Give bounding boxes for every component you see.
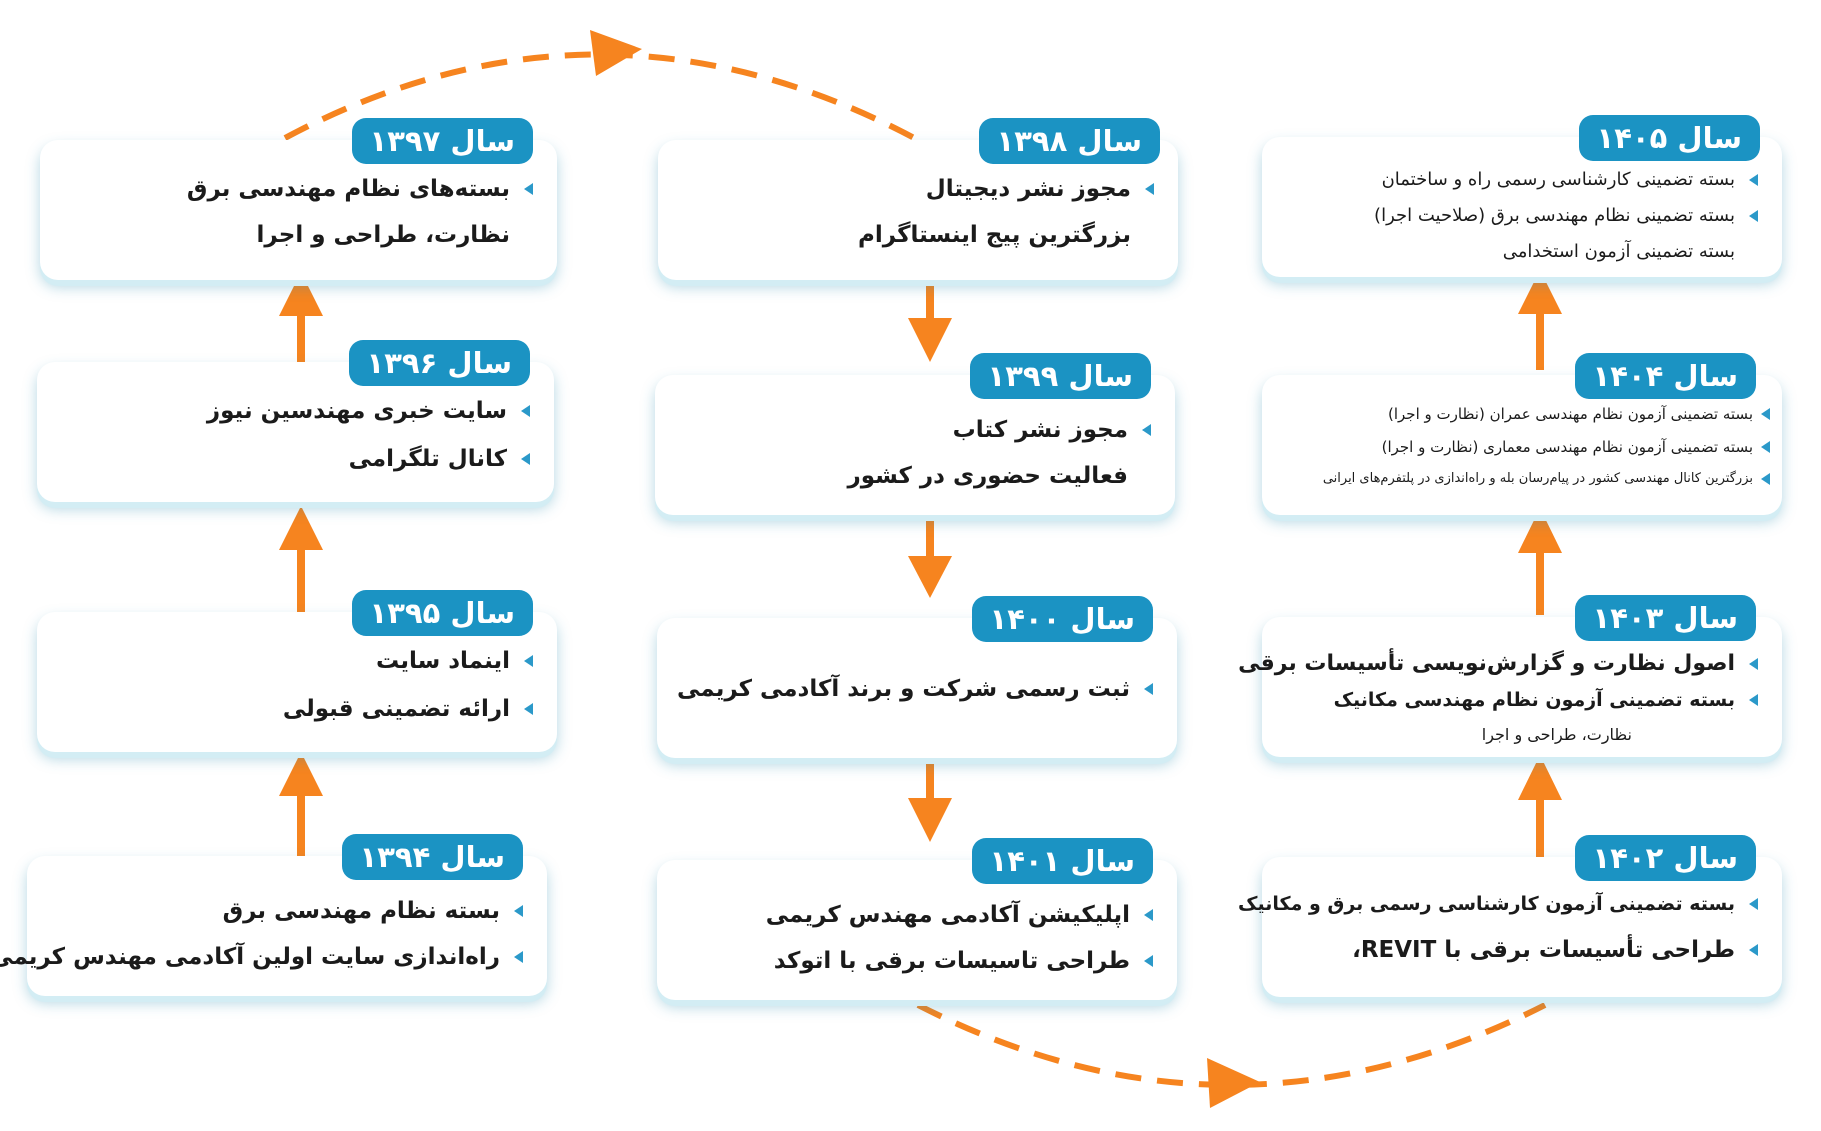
year-badge: سال ۱۳۹۹ [969, 353, 1151, 399]
bullet-icon [514, 951, 523, 963]
timeline-card-1402: سال ۱۴۰۲ بسته تضمینی آزمون کارشناسی رسمی… [1238, 835, 1782, 997]
timeline-item: بسته تضمینی آزمون نظام مهندسی معماری (نظ… [1382, 438, 1770, 456]
year-badge: سال ۱۳۹۸ [978, 118, 1160, 164]
bullet-icon [1144, 909, 1153, 921]
arrow-up-1402-1403 [1518, 755, 1562, 865]
arrow-up-1404-1405 [1518, 270, 1562, 370]
arrow-up-1395-1396 [279, 506, 323, 615]
year-badge: سال ۱۴۰۳ [1574, 595, 1756, 641]
bullet-icon [1761, 408, 1770, 420]
bullet-icon [1144, 955, 1153, 967]
arrow-down-1400-1401 [908, 758, 952, 842]
year-badge: سال ۱۴۰۵ [1578, 115, 1760, 161]
timeline-item: بسته تضمینی آزمون نظام مهندسی مکانیک [1334, 689, 1758, 711]
timeline-card-1400: سال ۱۴۰۰ ثبت رسمی شرکت و برند آکادمی کری… [657, 596, 1177, 758]
timeline-item: بسته تضمینی نظام مهندسی برق (صلاحیت اجرا… [1374, 205, 1758, 226]
bullet-icon [1749, 944, 1758, 956]
timeline-card-1399: سال ۱۳۹۹ مجوز نشر کتاب فعالیت حضوری در ک… [655, 353, 1175, 515]
timeline-item: سایت خبری مهندسین نیوز [207, 398, 530, 424]
bullet-icon [1749, 694, 1758, 706]
bullet-icon [524, 655, 533, 667]
year-badge: سال ۱۴۰۰ [971, 596, 1153, 642]
bullet-icon [1749, 209, 1758, 222]
timeline-item: نظارت، طراحی و اجرا [256, 222, 510, 248]
bullet-icon [1145, 183, 1154, 195]
timeline-item: بسته تضمینی کارشناسی رسمی راه و ساختمان [1382, 169, 1758, 190]
timeline-card-1404: سال ۱۴۰۴ بسته تضمینی آزمون نظام مهندسی ع… [1262, 353, 1782, 515]
bullet-icon [1142, 424, 1151, 436]
timeline-card-1405: سال ۱۴۰۵ بسته تضمینی کارشناسی رسمی راه و… [1262, 115, 1782, 277]
timeline-item: ثبت رسمی شرکت و برند آکادمی کریمی [677, 676, 1153, 702]
timeline-card-1398: سال ۱۳۹۸ مجوز نشر دیجیتال بزرگترین پیج ا… [658, 118, 1178, 280]
timeline-card-1401: سال ۱۴۰۱ اپلیکیشن آکادمی مهندس کریمی طرا… [657, 838, 1177, 1000]
timeline-item: بسته‌های نظام مهندسی برق [187, 176, 533, 202]
year-badge: سال ۱۴۰۴ [1574, 353, 1756, 399]
timeline-item: طراحی تأسیسات برقی با REVIT، [1352, 937, 1758, 963]
bullet-icon [524, 703, 533, 715]
curved-dashed-arrow-top [283, 51, 920, 143]
bullet-icon [521, 405, 530, 417]
year-badge: سال ۱۳۹۷ [351, 118, 533, 164]
timeline-item: فعالیت حضوری در کشور [847, 463, 1128, 489]
bullet-icon [1749, 173, 1758, 186]
timeline-item: بسته تضمینی آزمون نظام مهندسی عمران (نظا… [1388, 405, 1770, 423]
bullet-icon [1761, 441, 1770, 453]
bullet-icon [1749, 898, 1758, 910]
bullet-icon [514, 905, 523, 917]
arrowhead-top [590, 30, 642, 76]
year-badge: سال ۱۳۹۶ [348, 340, 530, 386]
timeline-item: بسته تضمینی آزمون کارشناسی رسمی برق و مک… [1238, 893, 1758, 915]
arrowhead-bottom [1207, 1058, 1260, 1108]
arrow-down-1398-1399 [908, 278, 952, 362]
timeline-card-1396: سال ۱۳۹۶ سایت خبری مهندسین نیوز کانال تل… [37, 340, 554, 502]
timeline-item: بزرگترین پیج اینستاگرام [858, 222, 1131, 248]
timeline-item: ارائه تضمینی قبولی [283, 696, 533, 722]
arrow-up-1403-1404 [1518, 508, 1562, 615]
timeline-item: راه‌اندازی سایت اولین آکادمی مهندس کریمی [0, 944, 523, 970]
timeline-item: مجوز نشر کتاب [953, 417, 1151, 443]
timeline-item: مجوز نشر دیجیتال [926, 176, 1154, 202]
timeline-card-1397: سال ۱۳۹۷ بسته‌های نظام مهندسی برق نظارت،… [40, 118, 557, 280]
timeline-item: اینماد سایت [376, 648, 533, 674]
bullet-icon [1761, 472, 1770, 485]
timeline-item: بزرگترین کانال مهندسی کشور در پیام‌رسان … [1323, 471, 1770, 486]
arrow-down-1399-1400 [908, 515, 952, 598]
timeline-item: بسته نظام مهندسی برق [223, 898, 523, 924]
timeline-card-1403: سال ۱۴۰۳ اصول نظارت و گزارش‌نویسی تأسیسا… [1238, 595, 1782, 757]
year-badge: سال ۱۳۹۵ [351, 590, 533, 636]
arrow-up-1394-1395 [279, 752, 323, 860]
timeline-item: نظارت، طراحی و اجرا [1481, 725, 1632, 744]
timeline-item: اپلیکیشن آکادمی مهندس کریمی [766, 902, 1153, 928]
bullet-icon [1749, 657, 1758, 670]
year-badge: سال ۱۴۰۱ [971, 838, 1153, 884]
year-badge: سال ۱۳۹۴ [341, 834, 523, 880]
timeline-item: کانال تلگرامی [349, 446, 530, 472]
bullet-icon [524, 183, 533, 195]
bullet-icon [1144, 683, 1153, 695]
timeline-item: بسته تضمینی آزمون استخدامی [1502, 241, 1735, 262]
timeline-item: طراحی تاسیسات برقی با اتوکد [774, 948, 1153, 974]
arrow-up-1396-1397 [279, 272, 323, 365]
timeline-card-1394: سال ۱۳۹۴ بسته نظام مهندسی برق راه‌اندازی… [0, 834, 547, 996]
timeline-card-1395: سال ۱۳۹۵ اینماد سایت ارائه تضمینی قبولی [37, 590, 557, 752]
bullet-icon [521, 453, 530, 465]
year-badge: سال ۱۴۰۲ [1574, 835, 1756, 881]
timeline-item: اصول نظارت و گزارش‌نویسی تأسیسات برقی [1238, 651, 1758, 676]
curved-dashed-arrow-bottom [916, 1002, 1547, 1088]
